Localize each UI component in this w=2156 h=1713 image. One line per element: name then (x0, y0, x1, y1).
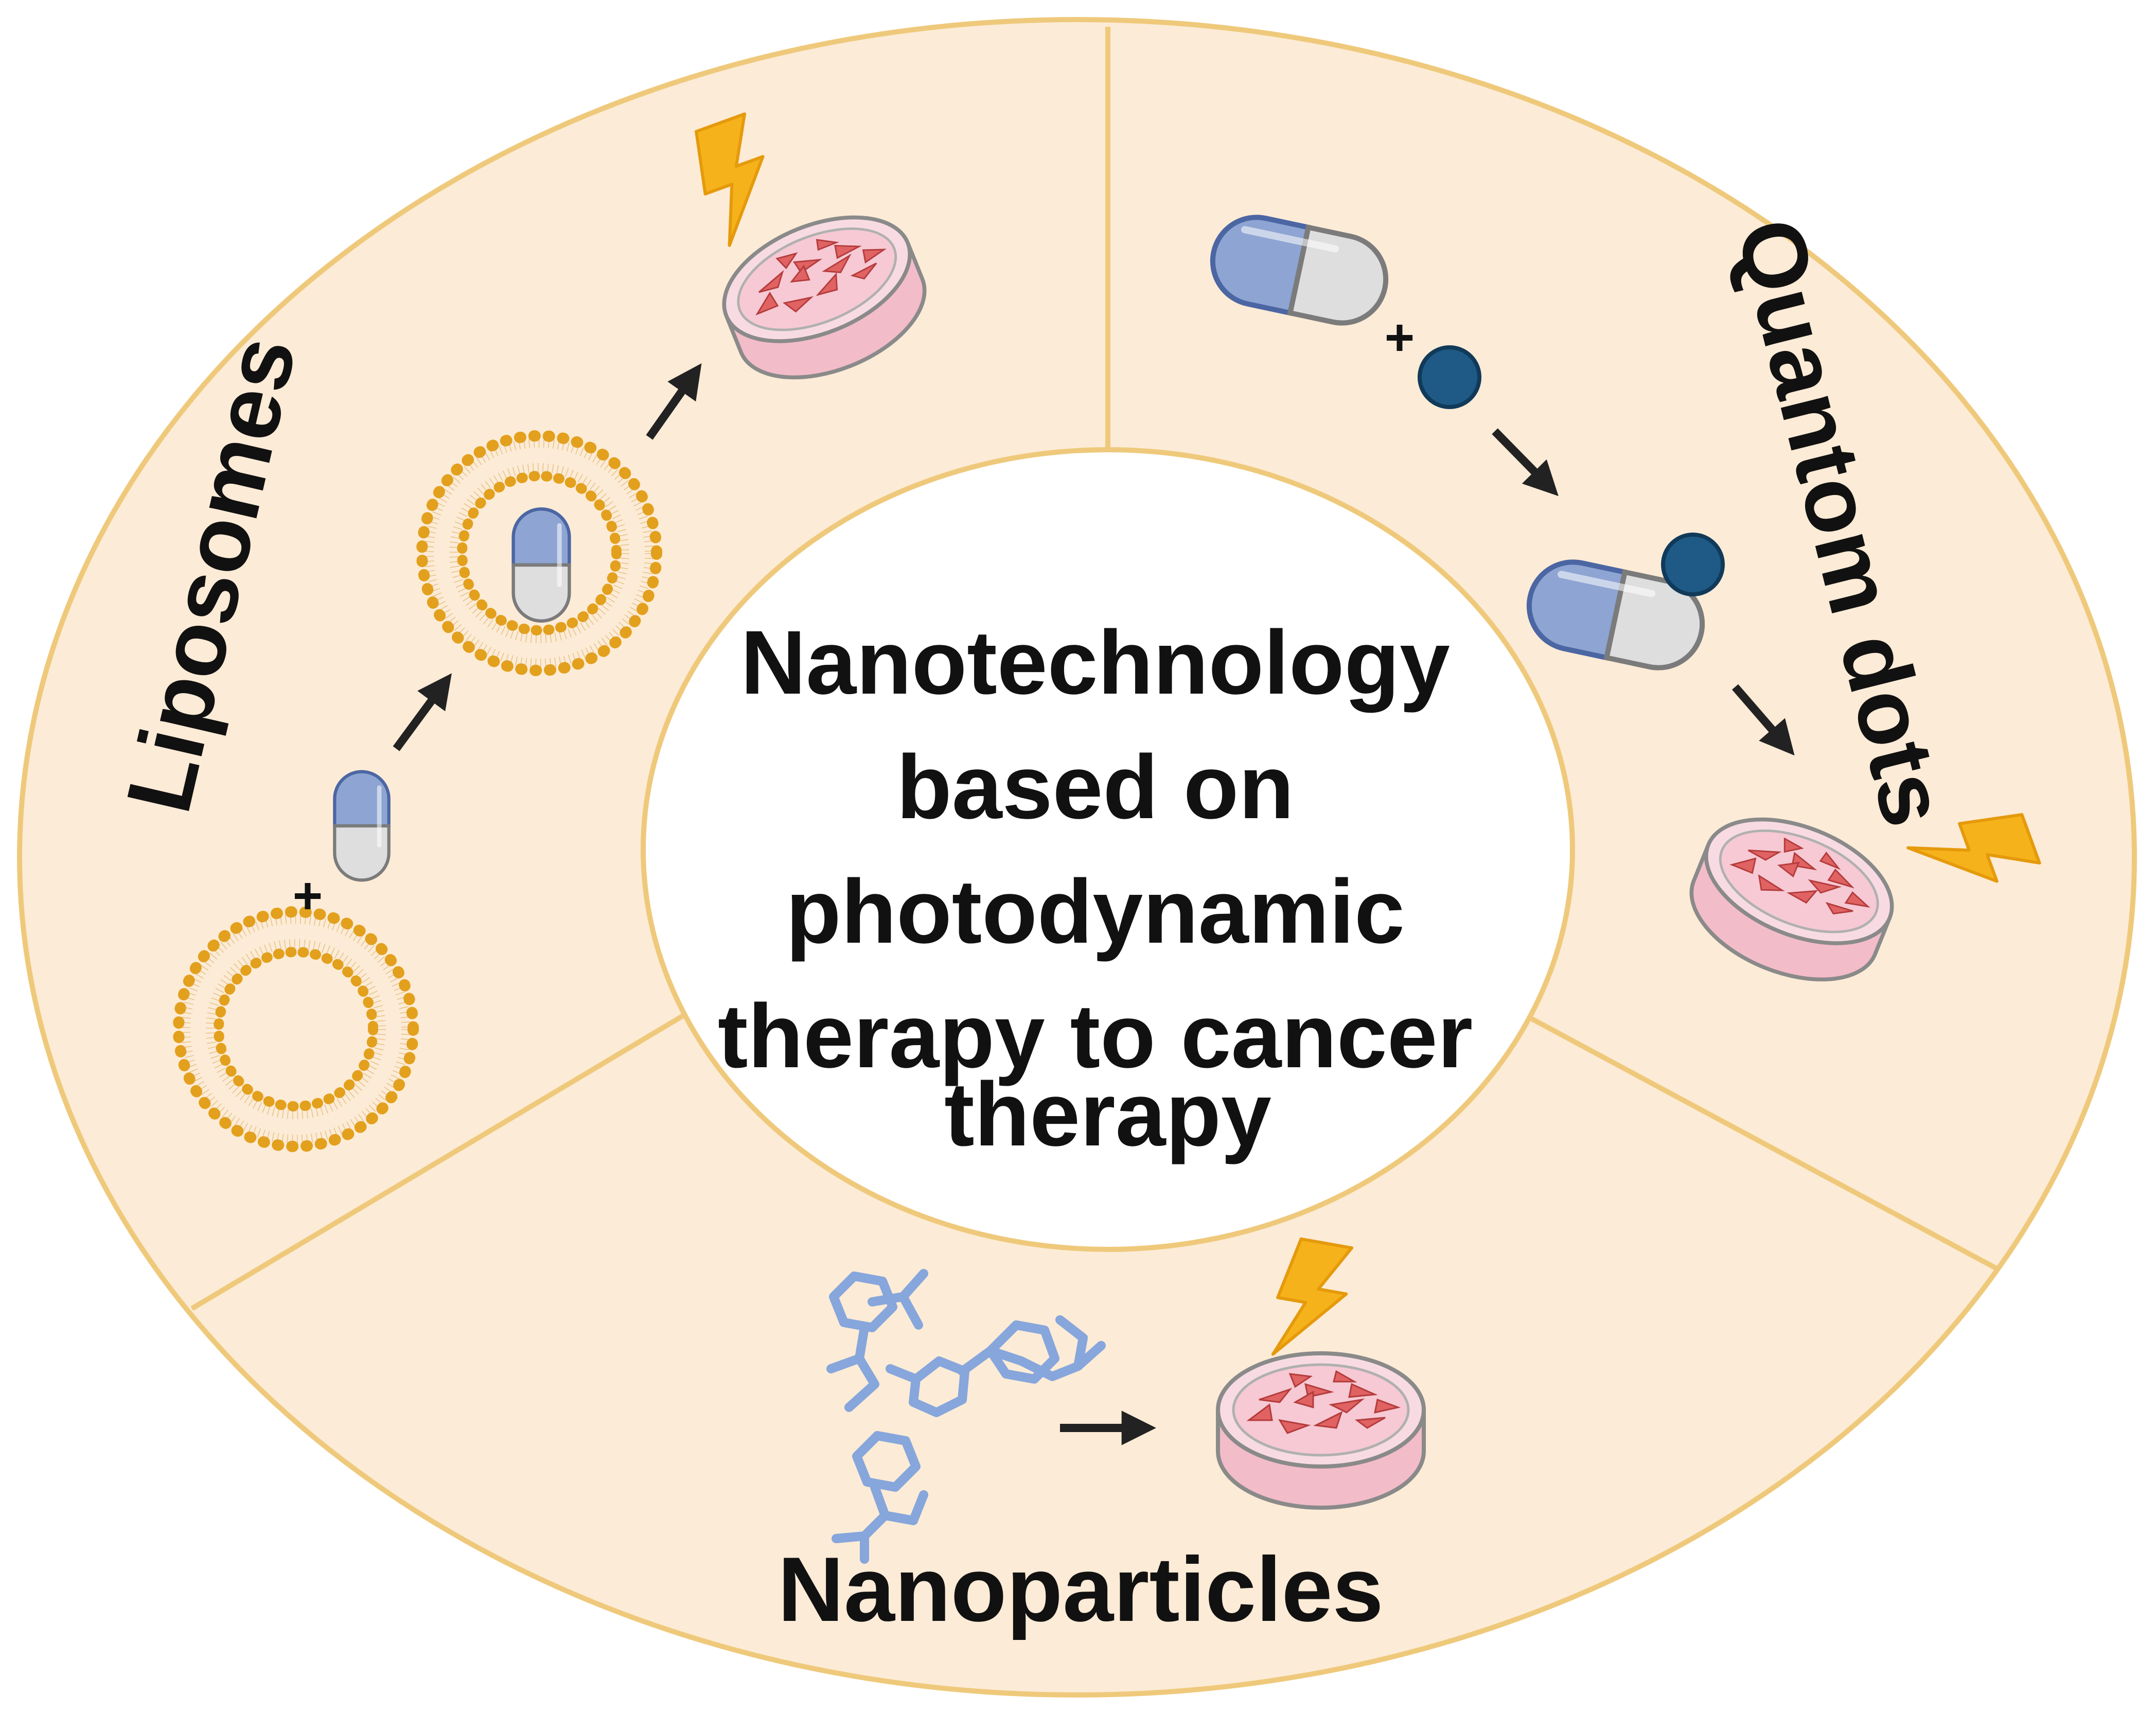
capsule-icon (334, 772, 388, 880)
arrow-icon (1731, 684, 1795, 756)
plus-sign-liposomes: + (293, 867, 323, 925)
arrow-icon (1492, 428, 1559, 497)
nanoparticles-label: Nanoparticles (777, 1538, 1383, 1640)
center-title-line-5: therapy (944, 1064, 1271, 1165)
molecule-icon (826, 1269, 1106, 1564)
capsule-in-liposome-icon (514, 509, 570, 621)
plus-sign-quantum: + (1385, 309, 1415, 366)
quantum-dot-icon (1418, 345, 1481, 409)
center-title-line-2: based on (896, 737, 1294, 838)
center-title-line-1: Nanotechnology (740, 612, 1450, 713)
center-circle (641, 447, 1575, 1252)
svg-text:Nanotechnology based on: Nanotechnology based on photodynamic the… (718, 612, 1498, 1165)
center-title-line-4: therapy to cancer (718, 986, 1473, 1087)
center-title-line-3: photodynamic (786, 861, 1405, 962)
petri-dish-icon (1218, 1353, 1424, 1508)
divider-left (190, 1011, 688, 1311)
arrow-icon (393, 673, 452, 751)
arrow-icon (646, 363, 702, 440)
divider-right (1523, 1012, 1998, 1271)
quantum-dot-icon (1661, 533, 1725, 596)
